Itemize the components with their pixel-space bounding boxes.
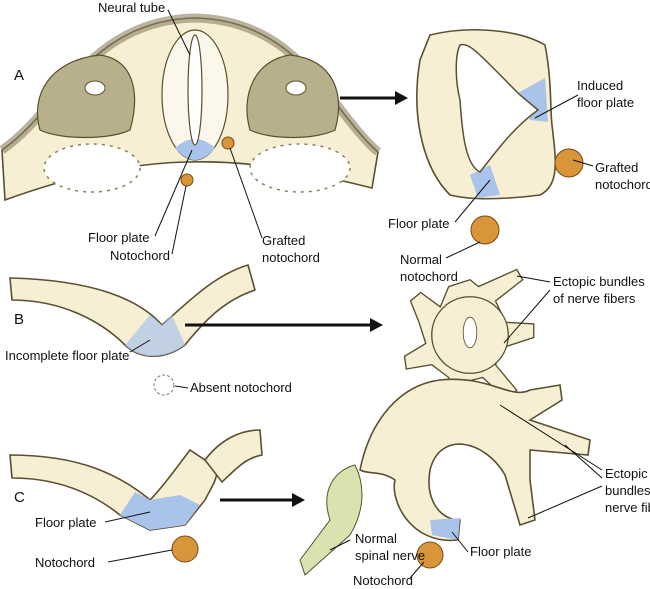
- label-grafted-notochord-1: Grafted: [262, 233, 305, 248]
- label-notochord-c: Notochord: [35, 555, 95, 570]
- label-notochord: Notochord: [110, 248, 170, 263]
- label-incomplete-floor-plate: Incomplete floor plate: [5, 348, 129, 363]
- label-ectopic-bundles-b-2: of nerve fibers: [553, 291, 636, 306]
- label-ectopic-c-2: bundles of: [605, 483, 650, 498]
- broken-neural-plate: [9, 429, 263, 563]
- label-normal-notochord-2: notochord: [400, 269, 458, 284]
- star-neural-tube: [403, 268, 535, 409]
- label-neural-tube: Neural tube: [98, 0, 165, 15]
- label-absent-notochord: Absent notochord: [190, 380, 292, 395]
- label-ectopic-c-3: nerve fibers: [605, 500, 650, 515]
- grafted-notochord: [221, 136, 235, 150]
- panel-label-b: B: [14, 311, 24, 328]
- arrow-head: [292, 493, 305, 507]
- label-ectopic-bundles-b-1: Ectopic bundles: [553, 274, 645, 289]
- label-floor-plate-c-right: Floor plate: [470, 544, 531, 559]
- open-neural-plate: [9, 263, 256, 396]
- label-grafted-right-2: notochord: [595, 177, 650, 192]
- label-floor-plate-c: Floor plate: [35, 515, 96, 530]
- arrow-head: [370, 318, 383, 332]
- label-ectopic-c-1: Ectopic: [605, 466, 648, 481]
- label-grafted-right-1: Grafted: [595, 160, 638, 175]
- label-normal-spinal-nerve-2: spinal nerve: [355, 548, 425, 563]
- label-grafted-notochord-2: notochord: [262, 250, 320, 265]
- panel-label-a: A: [14, 67, 24, 84]
- label-floor-plate: Floor plate: [88, 230, 149, 245]
- arrow-head: [395, 91, 408, 105]
- label-floor-plate-right: Floor plate: [388, 216, 449, 231]
- abnormal-neural-tube: [299, 378, 591, 576]
- label-induced-floor-plate-2: floor plate: [577, 95, 634, 110]
- label-normal-notochord-1: Normal: [400, 252, 442, 267]
- label-induced-floor-plate-1: Induced: [577, 78, 623, 93]
- label-notochord-c-right: Notochord: [353, 573, 413, 588]
- panel-label-c: C: [14, 489, 25, 506]
- label-normal-spinal-nerve-1: Normal: [355, 531, 397, 546]
- embryo-section: [0, 13, 381, 202]
- induced-neural-tube: [416, 29, 584, 245]
- notochord: [180, 173, 194, 187]
- absent-notochord-outline: [153, 374, 175, 396]
